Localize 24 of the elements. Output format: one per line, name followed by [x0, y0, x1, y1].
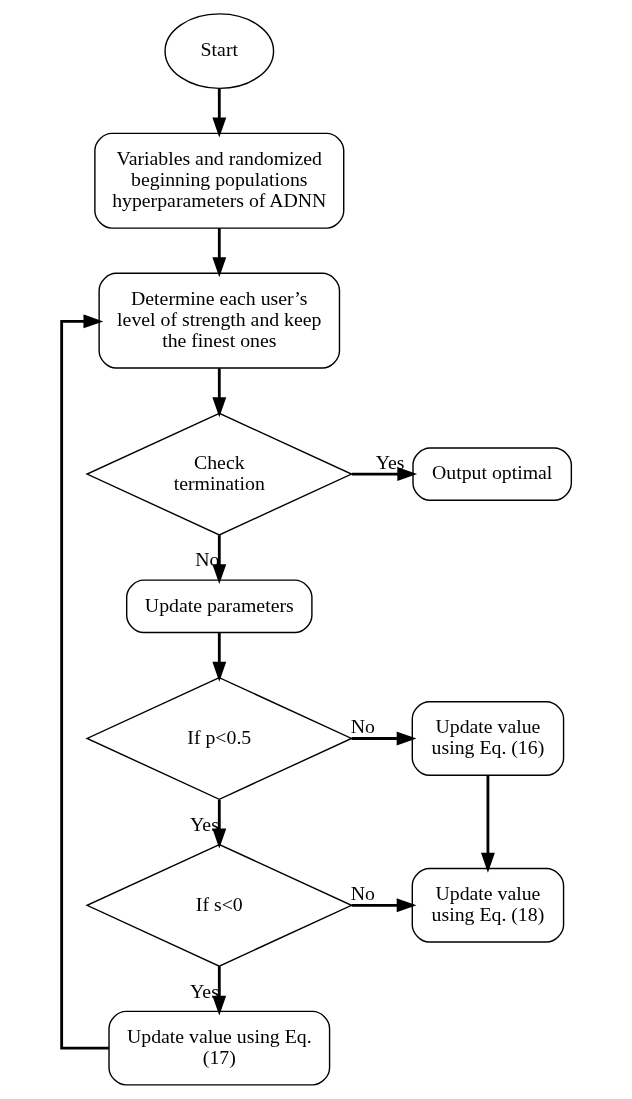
- arrow: [351, 467, 417, 482]
- node-box: Update value using Eq. (17): [107, 1010, 330, 1086]
- node-ellipse: Start: [163, 13, 274, 90]
- edge-label: Yes: [375, 450, 404, 473]
- node-box: Update value using Eq. (16): [411, 701, 564, 776]
- arrow: [211, 799, 226, 849]
- node-box: Update value using Eq. (18): [411, 867, 564, 943]
- arrow: [351, 731, 416, 746]
- edge-label: No: [350, 881, 375, 904]
- arrow: [211, 633, 226, 682]
- node-box: Output optimal: [411, 447, 572, 501]
- node-box: Update parameters: [125, 579, 313, 634]
- node-diamond: Check termination: [84, 412, 353, 536]
- arrow: [211, 88, 226, 138]
- edge-label: No: [350, 715, 375, 738]
- arrow: [211, 966, 226, 1016]
- arrow: [351, 898, 416, 913]
- arrow: [59, 314, 109, 1050]
- node-box: Determine each user’s level of strength and keep the finest ones: [97, 272, 340, 369]
- arrow: [211, 228, 226, 278]
- arrow: [211, 535, 226, 585]
- arrow: [211, 368, 226, 418]
- node-box: Variables and randomized beginning populations hyperparameters of ADNN: [93, 132, 344, 229]
- arrow: [480, 775, 495, 873]
